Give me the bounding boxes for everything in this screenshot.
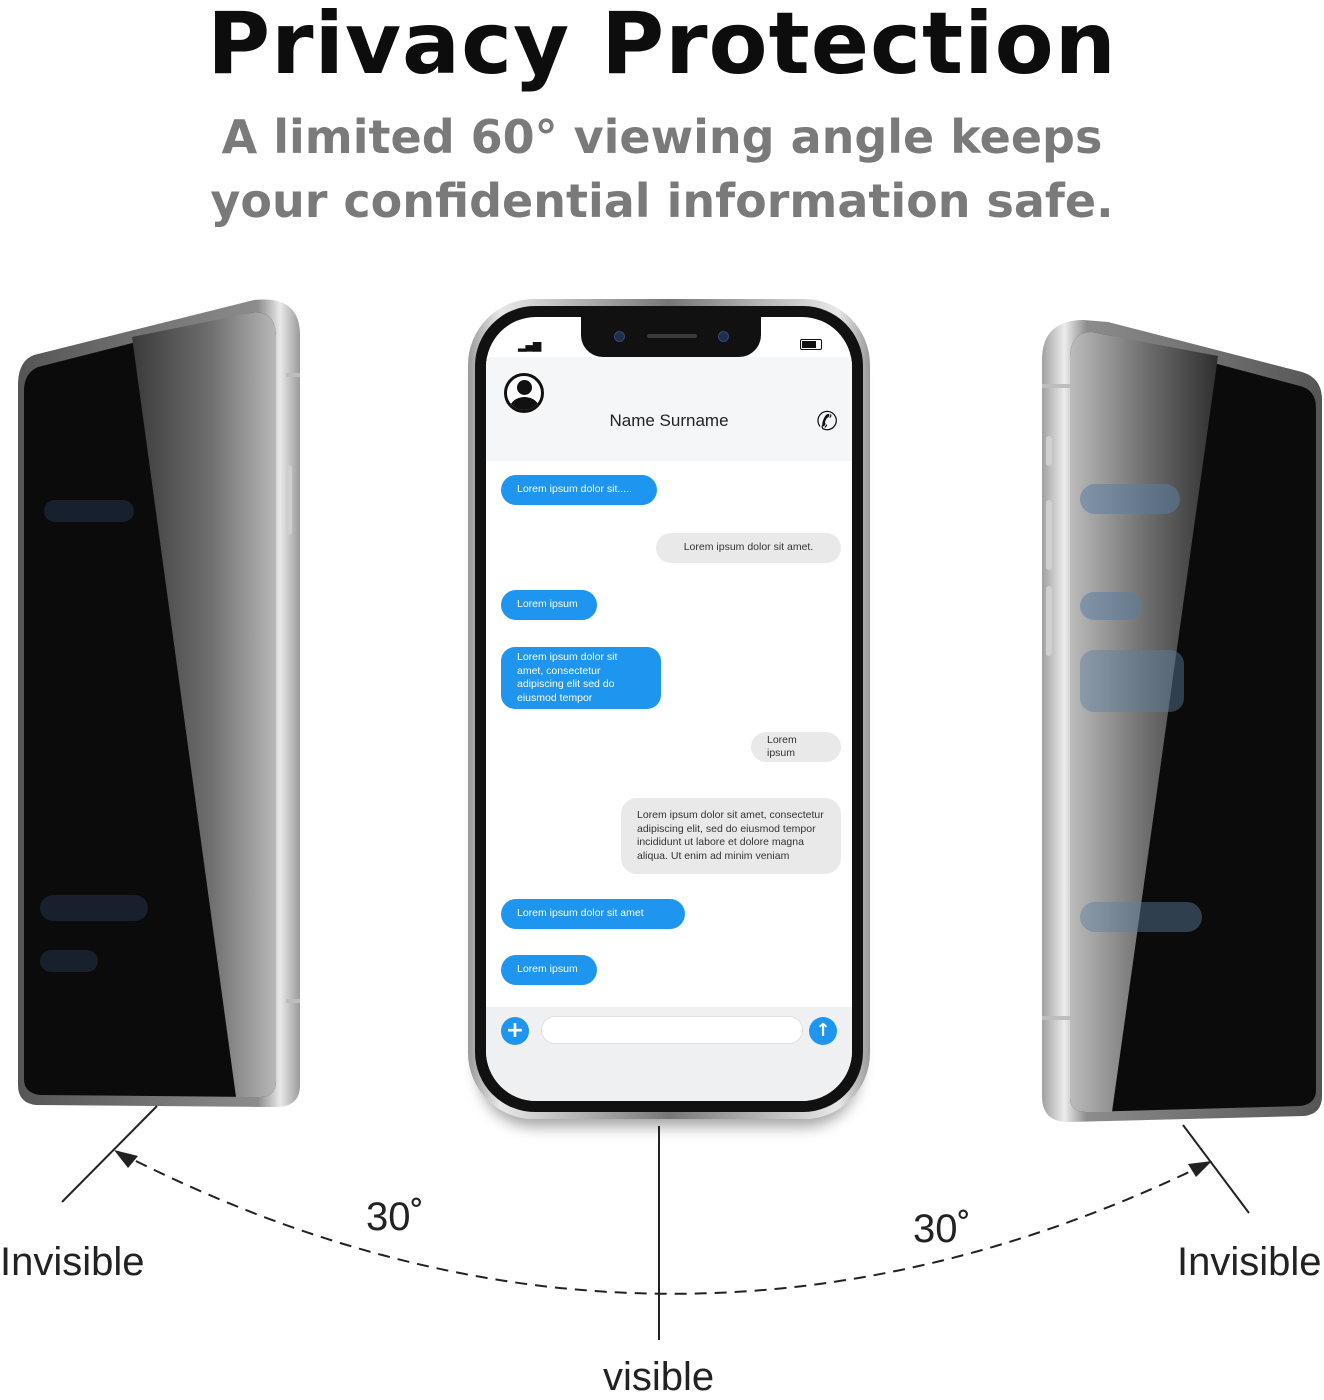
contact-name: Name Surname [609,411,729,430]
front-camera-icon [614,331,625,342]
viewing-angle-diagram [61,1105,1250,1340]
left-phone-privacy-view [18,299,300,1107]
contact-avatar-icon[interactable] [504,373,544,413]
arrowhead-right-icon [1188,1161,1212,1177]
center-phone: ▂▄▆ Name Surname ✆ Lorem ipsum dolor sit… [468,299,870,1119]
message-bubble-sent: Lorem ipsum dolor sit..... [501,475,657,505]
signal-icon: ▂▄▆ [518,339,541,352]
left-invisible-label: Invisible [0,1240,145,1284]
left-angle-label: 30˚ [366,1195,424,1239]
speaker-grille [647,334,697,338]
center-visible-label: visible [603,1355,715,1399]
phone-screen: ▂▄▆ Name Surname ✆ Lorem ipsum dolor sit… [486,317,852,1101]
sensor-icon [718,331,729,342]
message-bubble-sent: Lorem ipsum [501,955,597,985]
right-phone-privacy-view [1042,320,1322,1122]
message-bubble-received: Lorem ipsum [751,732,841,762]
right-angle-label: 30˚ [913,1207,971,1251]
message-input[interactable] [541,1016,803,1044]
phone-bezel: ▂▄▆ Name Surname ✆ Lorem ipsum dolor sit… [475,306,863,1112]
send-button[interactable]: ↑ [809,1017,837,1045]
message-bubble-received: Lorem ipsum dolor sit amet, consectetur … [621,798,841,874]
subtitle-line-2: your confidential information safe. [210,174,1114,228]
battery-icon [800,339,822,350]
arrowhead-left-icon [114,1150,138,1168]
subtitle-line-1: A limited 60° viewing angle keeps [221,110,1103,164]
add-attachment-button[interactable]: + [501,1017,529,1045]
message-bubble-received: Lorem ipsum dolor sit amet. [656,533,841,563]
message-bubble-sent: Lorem ipsum dolor sit amet [501,899,685,929]
phone-call-icon[interactable]: ✆ [816,407,838,437]
message-bubble-sent: Lorem ipsum [501,590,597,620]
phone-notch [581,317,761,357]
page-title: Privacy Protection [207,0,1117,94]
right-invisible-label: Invisible [1177,1240,1322,1284]
message-bubble-sent: Lorem ipsum dolor sit amet, consectetur … [501,647,661,709]
chat-header [486,357,852,461]
